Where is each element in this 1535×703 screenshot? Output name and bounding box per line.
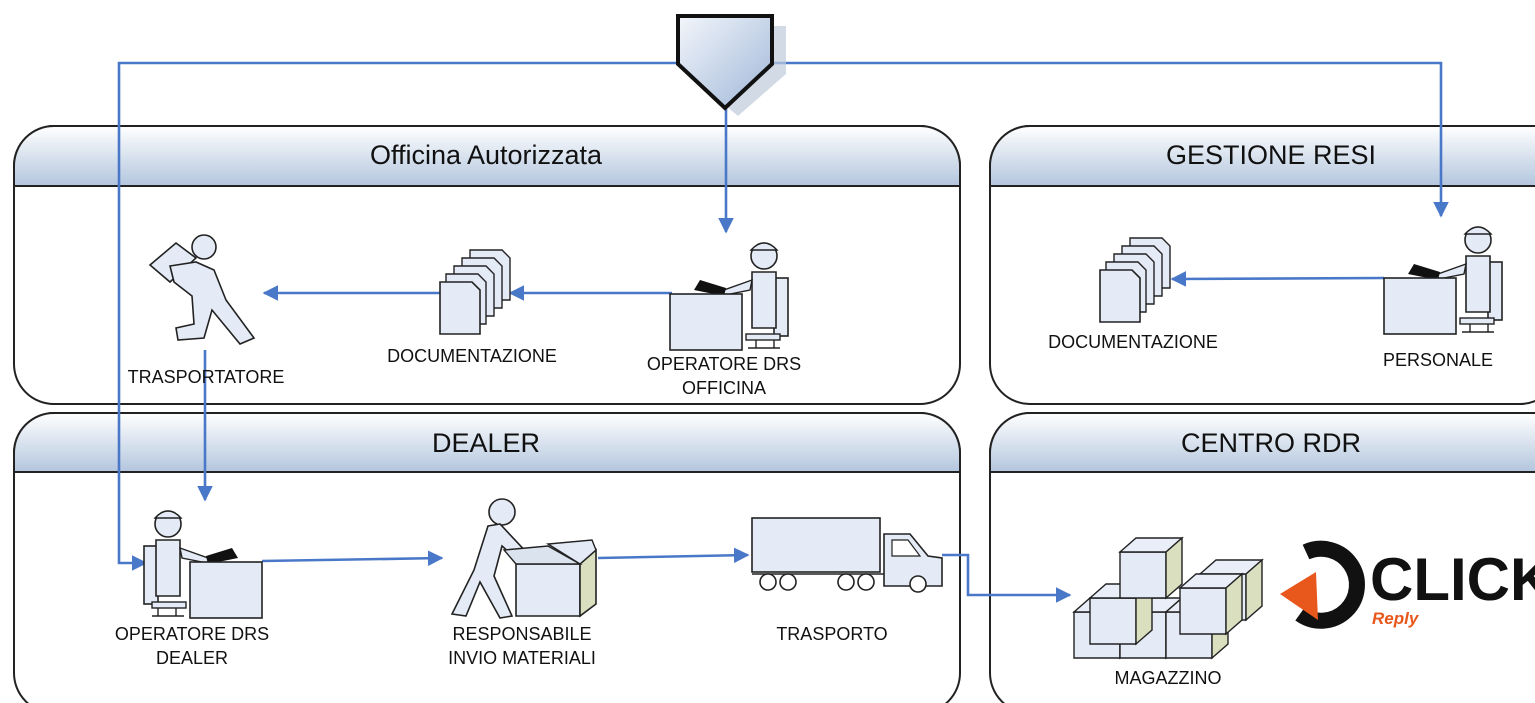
flow-trasporto-to-magazzino xyxy=(942,553,1072,603)
lane-title-dealer: DEALER xyxy=(432,428,540,458)
node-label-responsabile-1: RESPONSABILE xyxy=(452,624,591,644)
flow-start-to-operatore-dealer xyxy=(117,61,678,571)
flow-connectors xyxy=(117,61,1449,603)
node-label-documentazione-officina: DOCUMENTAZIONE xyxy=(387,346,557,366)
node-label-responsabile-2: INVIO MATERIALI xyxy=(448,648,596,668)
node-label-personale: PERSONALE xyxy=(1383,350,1493,370)
node-label-operatore-dealer-2: DEALER xyxy=(156,648,228,668)
lane-title-officina: Officina Autorizzata xyxy=(370,140,603,170)
lane-title-centro-rdr: CENTRO RDR xyxy=(1181,428,1361,458)
responsabile-icon xyxy=(450,498,597,619)
start-shape xyxy=(676,14,786,116)
click-reply-logo: CLICK Reply xyxy=(1280,540,1535,629)
node-label-magazzino: MAGAZZINO xyxy=(1115,668,1222,688)
trasportatore-icon xyxy=(148,234,256,345)
lane-title-gestione-resi: GESTIONE RESI xyxy=(1166,140,1376,170)
node-label-operatore-officina-1: OPERATORE DRS xyxy=(647,354,801,374)
node-label-operatore-dealer-1: OPERATORE DRS xyxy=(115,624,269,644)
trasporto-truck-icon xyxy=(751,517,943,593)
logo-word: CLICK xyxy=(1370,546,1535,613)
logo-sub: Reply xyxy=(1372,609,1420,628)
flow-dealer-to-responsabile xyxy=(261,550,444,567)
flow-start-to-personale xyxy=(772,61,1449,218)
flow-personale-to-documentazione xyxy=(1170,271,1385,287)
node-label-documentazione-resi: DOCUMENTAZIONE xyxy=(1048,332,1218,352)
node-label-operatore-officina-2: OFFICINA xyxy=(682,378,766,398)
node-label-trasportatore: TRASPORTATORE xyxy=(128,367,285,387)
node-label-trasporto: TRASPORTO xyxy=(776,624,887,644)
flow-responsabile-to-trasporto xyxy=(597,547,750,564)
